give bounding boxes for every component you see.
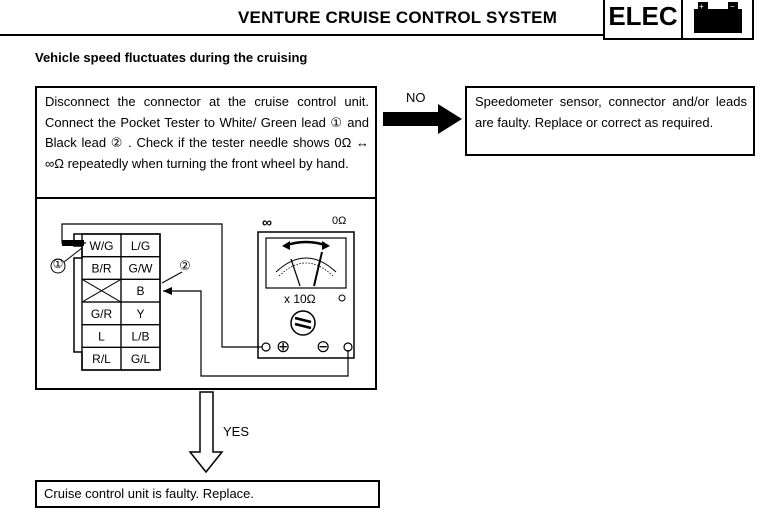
yes-result-text: Cruise control unit is faulty. Replace. (44, 486, 255, 501)
svg-text:−: − (730, 2, 735, 11)
connector-pin-label: G/W (129, 262, 154, 276)
no-arrow (383, 104, 462, 134)
connector-pin-label: W/G (90, 239, 114, 253)
connector-blank-cross (81, 278, 122, 303)
range-label: x 10Ω (284, 292, 316, 306)
yes-arrow (188, 391, 224, 474)
subtitle: Vehicle speed fluctuates during the crui… (35, 50, 308, 65)
connector-pin-label: G/R (91, 307, 113, 321)
connector-pin-label: L/G (131, 239, 150, 253)
infinity-label: ∞ (262, 214, 272, 230)
step-box: Disconnect the connector at the cruise c… (35, 86, 377, 390)
header-rule (0, 34, 604, 36)
connector-pin-label: B (136, 284, 144, 298)
step-divider (37, 197, 375, 199)
no-result-box: Speedometer sensor, connector and/or lea… (465, 86, 755, 156)
battery-icon: + − (694, 2, 742, 33)
svg-text:+: + (699, 2, 704, 11)
minus-terminal: ⊖ (316, 337, 331, 356)
connector-pin-label: B/R (91, 262, 111, 276)
lead-2-callout: ② (179, 258, 191, 273)
connector-pin-label: Y (136, 307, 144, 321)
wire-black-arrow (163, 287, 172, 295)
yes-result-box: Cruise control unit is faulty. Replace. (35, 480, 380, 508)
wire-black (163, 290, 349, 377)
connector-pin-label: L/B (131, 330, 149, 344)
step-instruction: Disconnect the connector at the cruise c… (45, 94, 369, 171)
connector-pin-label: L (98, 330, 105, 344)
elec-badge: ELEC (603, 0, 683, 40)
page-title: VENTURE CRUISE CONTROL SYSTEM (238, 8, 558, 27)
zero-ohm-label: 0Ω (332, 215, 347, 227)
connector-pin-label: G/L (131, 352, 151, 366)
connector-pin-label: R/L (92, 352, 111, 366)
lead-1-callout: ① (52, 257, 64, 271)
connector-pin-cell (120, 346, 161, 371)
no-result-text: Speedometer sensor, connector and/or lea… (475, 94, 747, 130)
pocket-tester (257, 231, 355, 359)
plus-terminal: ⊕ (276, 337, 291, 356)
battery-badge: + − (682, 0, 754, 40)
no-label: NO (406, 90, 426, 105)
yes-label: YES (223, 424, 250, 439)
